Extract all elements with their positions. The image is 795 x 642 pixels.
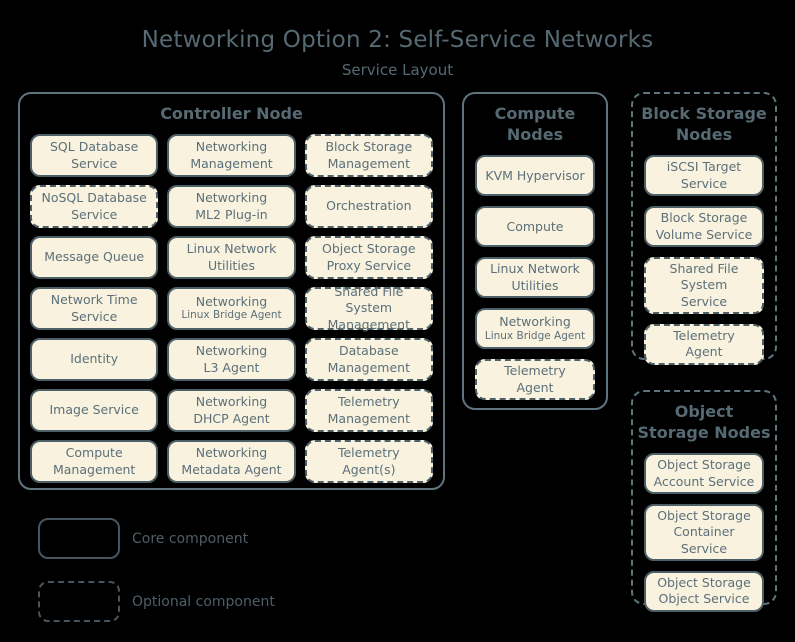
service-box-object-storage-account-service: Object Storage Account Service (644, 453, 764, 495)
service-box-object-storage-proxy-service: Object Storage Proxy Service (304, 236, 433, 280)
service-box-compute-management: Compute Management (30, 440, 159, 484)
service-box-networking-dhcp-agent: Networking DHCP Agent (167, 389, 296, 433)
service-box-label: Orchestration (326, 198, 412, 214)
service-box-label: iSCSI Target Service (666, 159, 742, 191)
page-title: Networking Option 2: Self-Service Networ… (141, 27, 654, 53)
service-box-image-service: Image Service (30, 389, 159, 433)
service-box-label: Compute Management (52, 445, 136, 477)
service-box-linux-network-utilities: Linux Network Utilities (475, 257, 595, 299)
service-box-telemetry-agent: Telemetry Agent (475, 359, 595, 401)
service-box-telemetry-agent-s: Telemetry Agent(s) (304, 440, 433, 484)
service-box-object-storage-container-service: Object Storage Container Service (644, 504, 764, 561)
service-box-label: Block Storage Management (325, 139, 413, 171)
service-box-sublabel: Linux Bridge Agent (181, 309, 282, 322)
service-box-networking-metadata-agent: Networking Metadata Agent (167, 440, 296, 484)
service-box-sublabel: Linux Bridge Agent (484, 329, 586, 342)
service-box-shared-file-system-management: Shared File System Management (304, 284, 433, 332)
service-box-iscsi-target-service: iSCSI Target Service (644, 155, 764, 197)
block-storage-nodes-group-title: Block Storage Nodes (641, 104, 767, 145)
service-box-block-storage-management: Block Storage Management (304, 134, 433, 178)
service-box-compute: Compute (475, 206, 595, 248)
service-box-nosql-database-service: NoSQL Database Service (30, 185, 159, 229)
service-box-label: Telemetry Agent (673, 328, 735, 360)
service-box-telemetry-management: Telemetry Management (304, 389, 433, 433)
compute-nodes-group-title: Compute Nodes (494, 104, 576, 145)
service-box-label: Object Storage Container Service (657, 508, 751, 556)
service-box-label: Database Management (327, 343, 410, 375)
service-box-label: Shared File System Service (669, 261, 739, 309)
service-box-networking-management: Networking Management (167, 134, 296, 178)
service-box-label: Networking DHCP Agent (193, 394, 270, 426)
service-box-label: Telemetry Management (327, 394, 410, 426)
service-box-identity: Identity (30, 338, 159, 382)
service-box-label: Shared File System Management (327, 284, 410, 332)
service-box-label: Networking (195, 294, 268, 310)
service-box-label: Linux Network Utilities (490, 261, 580, 293)
service-box-message-queue: Message Queue (30, 236, 159, 280)
service-box-label: Identity (70, 351, 119, 367)
controller-node-group-title: Controller Node (160, 104, 303, 123)
service-box-block-storage-volume-service: Block Storage Volume Service (644, 206, 764, 248)
service-box-shared-file-system-service: Shared File System Service (644, 257, 764, 314)
service-box-label: Networking (499, 314, 571, 330)
service-box-orchestration: Orchestration (304, 185, 433, 229)
service-box-label: KVM Hypervisor (485, 167, 585, 183)
service-box-label: Telemetry Agent(s) (337, 445, 400, 477)
service-box-label: Object Storage Object Service (657, 575, 751, 607)
service-box-networking-ml2-plug-in: Networking ML2 Plug-in (167, 185, 296, 229)
object-storage-nodes-group-title: Object Storage Nodes (637, 402, 771, 443)
legend-optional-swatch (38, 581, 120, 622)
service-box-telemetry-agent: Telemetry Agent (644, 323, 764, 365)
service-box-label: Object Storage Proxy Service (322, 241, 416, 273)
object-storage-nodes-group: Object Storage Nodes Object Storage Acco… (631, 390, 777, 612)
legend-optional-label: Optional component (132, 594, 275, 610)
service-box-label: Linux Network Utilities (186, 241, 277, 273)
service-box-sql-database-service: SQL Database Service (30, 134, 159, 178)
service-box-database-management: Database Management (304, 338, 433, 382)
legend-core-label: Core component (132, 531, 249, 547)
service-box-label: Image Service (49, 402, 139, 418)
service-box-label: Block Storage Volume Service (655, 210, 753, 242)
service-box-label: SQL Database Service (49, 139, 139, 171)
service-box-object-storage-object-service: Object Storage Object Service (644, 570, 764, 612)
service-box-label: NoSQL Database Service (41, 190, 147, 222)
service-box-linux-network-utilities: Linux Network Utilities (167, 236, 296, 280)
legend-core-swatch (38, 518, 120, 559)
service-box-label: Networking Metadata Agent (181, 445, 282, 477)
block-storage-nodes-group: Block Storage Nodes iSCSI Target Service… (631, 92, 777, 365)
controller-node-services: SQL Database Service Networking Managemen… (20, 134, 443, 484)
service-box-kvm-hypervisor: KVM Hypervisor (475, 155, 595, 197)
service-box-label: Compute (506, 218, 564, 234)
page-subtitle: Service Layout (341, 61, 454, 79)
service-box-label: Network Time Service (50, 292, 138, 324)
service-box-networking-l3-agent: Networking L3 Agent (167, 338, 296, 382)
service-box-label: Object Storage Account Service (653, 457, 755, 489)
service-box-network-time-service: Network Time Service (30, 287, 159, 331)
service-box-label: Telemetry Agent (504, 363, 566, 395)
service-box-label: Message Queue (44, 249, 145, 265)
service-box-label: Networking Management (190, 139, 273, 171)
service-box-label: Networking L3 Agent (195, 343, 268, 375)
service-box-label: Networking ML2 Plug-in (195, 190, 268, 222)
